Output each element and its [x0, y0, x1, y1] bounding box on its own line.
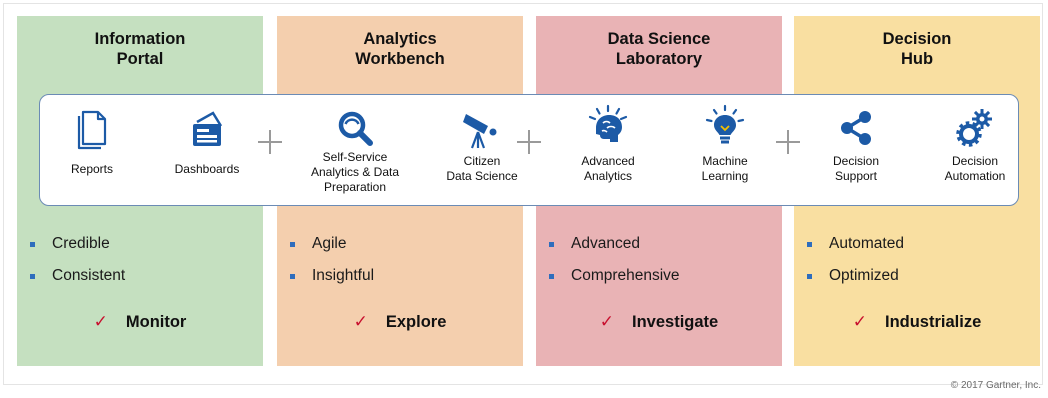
bullet-item: Automated: [807, 228, 904, 260]
capability-self-service: Self-Service Analytics & Data Preparatio…: [300, 108, 410, 195]
outcome-label: Industrialize: [884, 313, 982, 331]
outcome-label: Explore: [385, 313, 447, 331]
capability-dashboards: Dashboards: [163, 108, 251, 177]
column-title: Decision Hub: [882, 30, 952, 68]
telescope-icon: [463, 114, 497, 149]
reports-icon: [77, 110, 107, 150]
dashboard-icon: [193, 111, 223, 146]
column-title: Data Science Laboratory: [607, 30, 711, 68]
capability-decision-automation: Decision Automation: [930, 106, 1020, 184]
check-icon: ✓: [852, 312, 867, 331]
capability-decision-support: Decision Support: [811, 108, 901, 184]
brain-icon: [588, 104, 628, 142]
outcome: ✓ Investigate: [536, 312, 782, 332]
capability-label: Reports: [70, 162, 114, 176]
gears-icon: [956, 109, 992, 147]
bullet-item: Consistent: [30, 260, 125, 292]
magnifier-icon: [338, 111, 373, 146]
capability-label: Advanced Analytics: [581, 154, 635, 183]
lightbulb-icon: [705, 104, 745, 144]
share-icon: [841, 111, 871, 145]
plus-icon: [517, 130, 541, 154]
capability-label: Machine Learning: [701, 154, 749, 183]
check-icon: ✓: [353, 312, 368, 331]
capability-machine-learning: Machine Learning: [680, 104, 770, 184]
outcome: ✓ Monitor: [17, 312, 263, 332]
capability-label: Dashboards: [174, 162, 240, 176]
check-icon: ✓: [93, 312, 108, 331]
bullet-list: Credible Consistent: [30, 228, 125, 292]
bullet-item: Comprehensive: [549, 260, 680, 292]
capability-label: Decision Automation: [944, 154, 1006, 183]
outcome-label: Monitor: [125, 313, 187, 331]
outcome: ✓ Explore: [277, 312, 523, 332]
capability-citizen-data-science: Citizen Data Science: [437, 108, 527, 184]
bullet-item: Optimized: [807, 260, 904, 292]
check-icon: ✓: [599, 312, 615, 331]
copyright: © 2017 Gartner, Inc.: [950, 380, 1041, 391]
bullet-item: Credible: [30, 228, 125, 260]
bullet-list: Agile Insightful: [290, 228, 374, 292]
outcome-label: Investigate: [632, 313, 719, 331]
bullet-item: Insightful: [290, 260, 374, 292]
bullet-list: Automated Optimized: [807, 228, 904, 292]
capability-reports: Reports: [52, 108, 132, 177]
bullet-item: Agile: [290, 228, 374, 260]
capability-advanced-analytics: Advanced Analytics: [563, 104, 653, 184]
bullet-item: Advanced: [549, 228, 680, 260]
plus-icon: [258, 130, 282, 154]
column-title: Analytics Workbench: [355, 30, 445, 68]
bullet-list: Advanced Comprehensive: [549, 228, 680, 292]
column-title: Information Portal: [94, 30, 186, 68]
capability-label: Citizen Data Science: [446, 154, 518, 183]
outcome: ✓ Industrialize: [794, 312, 1040, 332]
capability-label: Decision Support: [832, 154, 880, 183]
capability-label: Self-Service Analytics & Data Preparatio…: [310, 150, 400, 194]
plus-icon: [776, 130, 800, 154]
figure-frame: [3, 3, 1043, 385]
